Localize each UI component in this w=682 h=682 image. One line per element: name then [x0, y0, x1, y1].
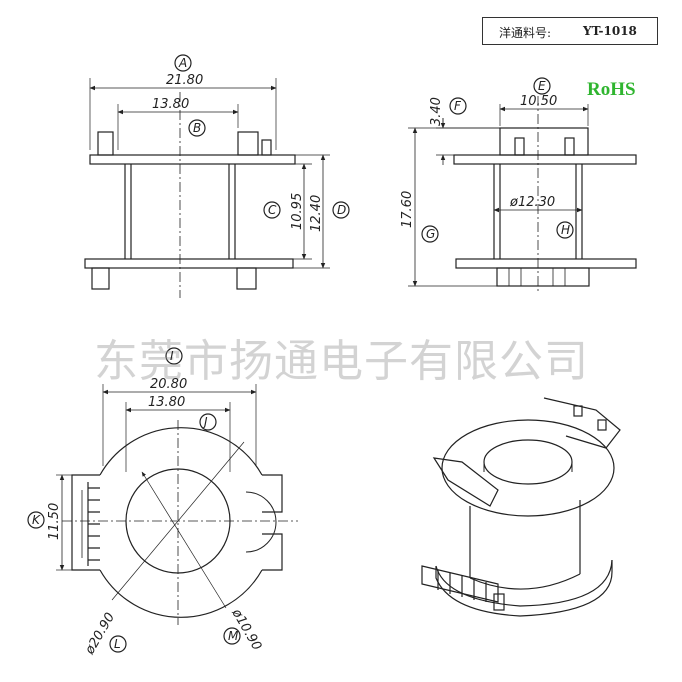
callout-D: D — [337, 203, 346, 217]
rohs-badge: RoHS — [587, 79, 636, 100]
callout-B: B — [193, 121, 201, 135]
dim-F: 3.40 — [429, 97, 444, 126]
company-watermark: 东莞市扬通电子有限公司 — [94, 336, 589, 387]
callout-H: H — [561, 223, 570, 237]
part-number-box: 洋通料号: YT-1018 — [482, 17, 658, 45]
callout-E: E — [538, 79, 546, 93]
side-view — [408, 77, 637, 292]
callout-M: M — [228, 629, 239, 643]
dim-B: 13.80 — [152, 97, 189, 112]
top-view — [27, 347, 298, 653]
dim-E: 10.50 — [520, 94, 557, 109]
callout-G: G — [426, 227, 435, 241]
front-view — [84, 54, 350, 298]
dim-D: 12.40 — [309, 195, 324, 232]
dim-I: 20.80 — [150, 377, 187, 392]
dim-A: 21.80 — [166, 73, 203, 88]
callout-F: F — [454, 99, 462, 113]
dim-C: 10.95 — [290, 193, 305, 230]
isometric-view — [421, 397, 621, 617]
callout-C: C — [268, 203, 277, 217]
dim-K: 11.50 — [47, 503, 62, 540]
dim-H: ø12.30 — [509, 195, 555, 210]
part-number-value: YT-1018 — [583, 24, 637, 38]
callout-K: K — [32, 513, 41, 527]
callout-I: I — [170, 349, 174, 363]
part-number-label: 洋通料号: — [499, 26, 552, 40]
dim-J: 13.80 — [148, 395, 185, 410]
callout-L: L — [114, 637, 121, 651]
callout-A: A — [178, 56, 187, 70]
dim-G: 17.60 — [400, 191, 415, 228]
dim-L: ø20.90 — [82, 610, 118, 657]
callout-J: J — [202, 415, 208, 429]
